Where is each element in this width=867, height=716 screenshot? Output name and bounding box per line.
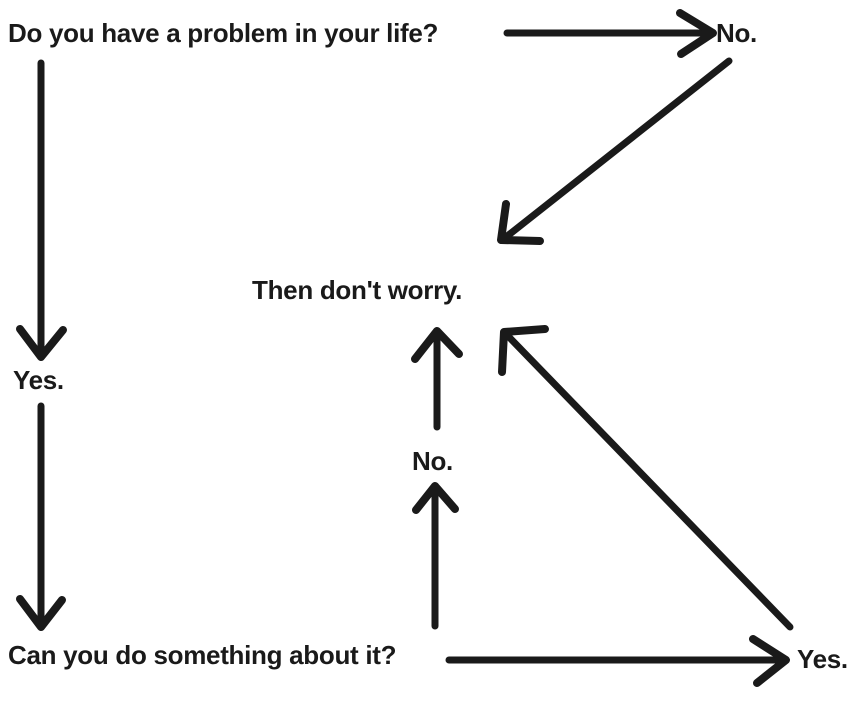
- arrow-question1-to-yes-left: [16, 59, 67, 361]
- arrow-no-middle-to-worry: [411, 327, 463, 431]
- node-question2: Can you do something about it?: [8, 640, 397, 670]
- node-no-middle: No.: [412, 446, 453, 476]
- arrow-yes-left-to-question2: [16, 402, 66, 631]
- node-no-top: No.: [716, 18, 757, 48]
- arrow-question2-to-yes-bottom: [445, 635, 790, 687]
- node-yes-left: Yes.: [13, 365, 64, 395]
- arrow-question2-to-no-middle: [412, 482, 459, 630]
- node-yes-bottom: Yes.: [797, 644, 848, 674]
- node-question1: Do you have a problem in your life?: [8, 18, 439, 48]
- node-then-dont-worry: Then don't worry.: [252, 275, 463, 305]
- arrow-yes-bottom-to-worry: [498, 325, 794, 631]
- arrow-question1-to-no-top: [503, 9, 717, 58]
- arrow-no-top-to-worry: [497, 57, 733, 245]
